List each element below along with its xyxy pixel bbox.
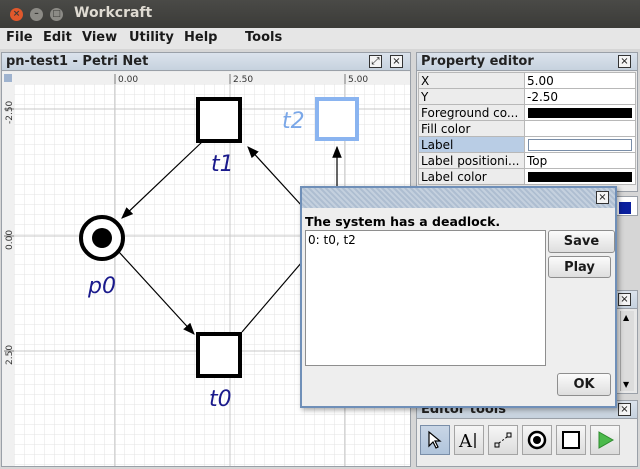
transition-label-t0: t0: [209, 387, 232, 412]
transition-t1[interactable]: [196, 97, 242, 143]
trace-item[interactable]: 0: t0, t2: [308, 233, 356, 247]
editor-tab-header: pn-test1 - Petri Net ⤢ ×: [2, 53, 410, 71]
color-swatch[interactable]: [528, 171, 632, 182]
property-value[interactable]: [524, 104, 636, 121]
property-key: X: [418, 72, 525, 89]
simulation-tool-button[interactable]: [590, 425, 620, 455]
menu-help[interactable]: Help: [184, 30, 218, 45]
close-dialog-icon[interactable]: ×: [596, 191, 609, 204]
property-row[interactable]: Fill color: [418, 120, 636, 137]
window-title: Workcraft: [74, 5, 153, 21]
transition-icon: [562, 431, 580, 449]
property-row[interactable]: Foreground co...: [418, 104, 636, 121]
transition-label-t1: t1: [211, 152, 234, 177]
place-tool-button[interactable]: [522, 425, 552, 455]
text-tool-button[interactable]: A: [454, 425, 484, 455]
close-panel-icon[interactable]: ×: [618, 55, 631, 68]
ruler-top-label: 0.00: [118, 75, 138, 85]
scroll-up-icon[interactable]: ▲: [623, 313, 630, 322]
select-tool-button[interactable]: [420, 425, 450, 455]
ruler-left-label: 0.00: [5, 230, 15, 250]
property-value[interactable]: 5.00: [524, 72, 636, 89]
window-maximize-icon[interactable]: □: [50, 8, 63, 21]
window-titlebar: × – □ Workcraft: [0, 0, 640, 28]
arc-t0-t2-part[interactable]: [241, 261, 303, 333]
property-key: Y: [418, 88, 525, 105]
property-key: Label color: [418, 168, 525, 185]
menu-view[interactable]: View: [82, 30, 118, 45]
token-icon: [92, 228, 112, 248]
transition-t0[interactable]: [196, 332, 242, 378]
connect-icon: [494, 432, 512, 448]
ruler-top-label: 2.50: [233, 75, 253, 85]
property-value[interactable]: -2.50: [524, 88, 636, 105]
menu-tools[interactable]: Tools: [245, 30, 283, 45]
scroll-down-icon[interactable]: ▼: [623, 380, 630, 389]
text-icon: A: [458, 431, 476, 450]
dialog-message: The system has a deadlock.: [305, 214, 501, 229]
editor-tab-title: pn-test1 - Petri Net: [6, 54, 149, 69]
play-button[interactable]: Play: [548, 256, 611, 278]
transition-label-t2: t2: [282, 109, 305, 134]
scrollbar[interactable]: ▲ ▼: [620, 311, 634, 391]
ruler-top-label: 5.00: [348, 75, 368, 85]
property-editor-header: Property editor ×: [417, 53, 637, 71]
property-row[interactable]: Label: [418, 136, 636, 153]
menu-bar: File Edit View Utility Help Tools: [0, 28, 640, 49]
property-row[interactable]: Label color: [418, 168, 636, 185]
place-p0[interactable]: [79, 215, 125, 261]
property-row[interactable]: Label positioni...Top: [418, 152, 636, 169]
property-row[interactable]: Y-2.50: [418, 88, 636, 105]
cursor-icon: [428, 430, 442, 449]
arc-t2-t1-part[interactable]: [247, 146, 303, 207]
window-close-icon[interactable]: ×: [10, 8, 23, 21]
property-value[interactable]: Top: [524, 152, 636, 169]
dialog-titlebar[interactable]: ×: [302, 188, 615, 208]
close-panel-icon[interactable]: ×: [618, 293, 631, 306]
arc-p0-t0[interactable]: [118, 251, 195, 335]
place-icon: [527, 430, 547, 450]
property-editor-title: Property editor: [421, 54, 534, 69]
place-label-p0: p0: [87, 274, 116, 299]
top-ruler: [2, 72, 410, 84]
menu-utility[interactable]: Utility: [129, 30, 174, 45]
window-minimize-icon[interactable]: –: [30, 8, 43, 21]
property-value[interactable]: [524, 168, 636, 185]
ruler-left-label: 2.50: [5, 345, 15, 365]
play-icon: [598, 431, 615, 449]
trace-list[interactable]: 0: t0, t2: [305, 230, 546, 366]
close-panel-icon[interactable]: ×: [618, 403, 631, 416]
color-swatch[interactable]: [528, 107, 632, 118]
property-value[interactable]: [524, 120, 636, 137]
property-key: Label positioni...: [418, 152, 525, 169]
property-value[interactable]: [524, 136, 636, 153]
connect-tool-button[interactable]: [488, 425, 518, 455]
property-key: Label: [418, 136, 525, 153]
label-input[interactable]: [528, 138, 632, 151]
ruler-left-label: -2.50: [5, 100, 15, 124]
deadlock-dialog: × The system has a deadlock. 0: t0, t2 S…: [300, 186, 617, 408]
maximize-panel-icon[interactable]: ⤢: [369, 55, 382, 68]
close-panel-icon[interactable]: ×: [390, 55, 403, 68]
property-key: Foreground co...: [418, 104, 525, 121]
ruler-corner-icon: [4, 74, 12, 82]
transition-t2[interactable]: [315, 97, 359, 141]
menu-file[interactable]: File: [6, 30, 33, 45]
menu-edit[interactable]: Edit: [43, 30, 72, 45]
property-key: Fill color: [418, 120, 525, 137]
save-button[interactable]: Save: [548, 230, 615, 253]
left-ruler: [2, 72, 14, 466]
color-swatch[interactable]: [619, 202, 631, 214]
transition-tool-button[interactable]: [556, 425, 586, 455]
ok-button[interactable]: OK: [557, 373, 611, 396]
arc-t1-p0[interactable]: [121, 141, 203, 219]
svg-text:A: A: [458, 431, 473, 450]
